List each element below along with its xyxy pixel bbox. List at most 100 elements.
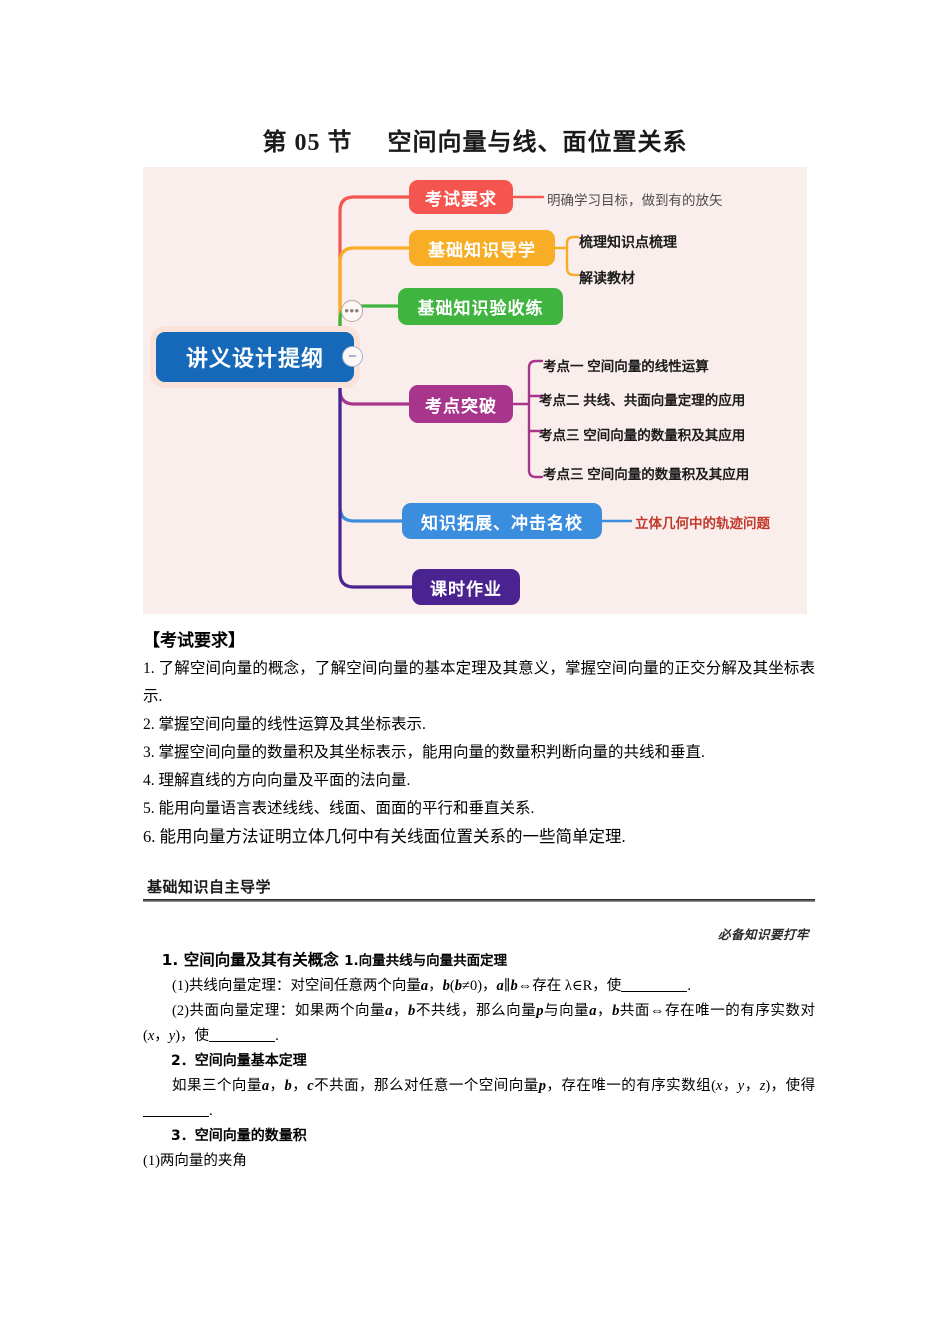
mindmap-leaf-exam: 明确学习目标，做到有的放矢 — [547, 193, 723, 208]
knowledge-item-3-1: (1)两向量的夹角 — [143, 1153, 247, 1169]
mindmap-node-homework-label: 课时作业 — [430, 579, 502, 599]
requirements-list: 1. 了解空间向量的概念，了解空间向量的基本定理及其意义，掌握空间向量的正交分解… — [143, 655, 815, 851]
k21-c4: ， — [744, 1078, 760, 1094]
mindmap-node-guide-label: 基础知识导学 — [428, 240, 536, 260]
k11-b: b — [442, 978, 450, 994]
k12-p5: )，使 — [175, 1028, 210, 1044]
k12-x: x — [147, 1028, 155, 1044]
section-banner-title: 基础知识自主导学 — [147, 878, 272, 896]
k21-c1: ， — [269, 1078, 285, 1094]
fill-blank — [621, 991, 688, 992]
requirement-item: 3. 掌握空间向量的数量积及其坐标表示，能用向量的数量积判断向量的共线和垂直. — [143, 744, 705, 761]
section-banner-note: 必备知识要打牢 — [717, 927, 809, 942]
k11-neq: ≠0)， — [462, 978, 497, 994]
k21-z: z — [759, 1078, 766, 1094]
knowledge-item-1-2: (2)共面向量定理：如果两个向量a，b不共线，那么向量p与向量a，b共面⇔存在唯… — [143, 999, 815, 1049]
collapse-toggle-icon[interactable]: − — [342, 346, 363, 367]
knowledge-heading-3: 3．空间向量的数量积 — [171, 1128, 307, 1144]
fill-blank — [209, 1041, 276, 1042]
knowledge-heading-1-num: 1. — [161, 951, 179, 969]
k12-c3: ， — [154, 1028, 169, 1044]
k21-p4: )，使得 — [765, 1078, 816, 1094]
k21-period: . — [209, 1103, 213, 1119]
mindmap-node-check-label: 基础知识验收练 — [417, 299, 544, 318]
k12-y: y — [168, 1028, 176, 1044]
mindmap-node-expand[interactable]: 知识拓展、冲击名校 — [402, 503, 602, 539]
page-title-name: 空间向量与线、面位置关系 — [387, 130, 688, 156]
mindmap-leaf-point-4: 考点三 空间向量的数量积及其应用 — [543, 467, 750, 482]
k12-c1: ， — [392, 1003, 409, 1019]
k11-a2: a — [496, 978, 504, 994]
k21-y: y — [737, 1078, 745, 1094]
section-banner: 基础知识自主导学 必备知识要打牢 — [143, 876, 815, 943]
requirement-item: 4. 理解直线的方向向量及平面的法向量. — [143, 772, 411, 789]
k21-c3: ， — [722, 1078, 738, 1094]
mindmap-root-label: 讲义设计提纲 — [185, 346, 324, 371]
fill-blank — [143, 1116, 209, 1117]
k21-a: a — [261, 1078, 270, 1094]
requirement-item: 1. 了解空间向量的概念，了解空间向量的基本定理及其意义，掌握空间向量的正交分解… — [143, 660, 815, 705]
k12-b: b — [408, 1003, 416, 1019]
mindmap-node-breakthrough-label: 考点突破 — [425, 396, 497, 416]
knowledge-heading-2: 2．空间向量基本定理 — [171, 1053, 307, 1069]
mindmap-node-exam-label: 考试要求 — [425, 189, 497, 209]
mindmap-node-guide[interactable]: 基础知识导学 — [409, 230, 555, 266]
k21-b: b — [284, 1078, 292, 1094]
requirements-heading: 【考试要求】 — [143, 631, 245, 650]
k11-a: a — [420, 978, 429, 994]
k12-p2: 不共线，那么向量 — [415, 1003, 537, 1019]
mindmap-panel: 讲义设计提纲 ••• − 考试要求 基础知识导学 基础知识验收练 考点突破 知识… — [143, 167, 807, 614]
requirement-item: 6. 能用向量方法证明立体几何中有关线面位置关系的一些简单定理. — [143, 827, 626, 846]
k21-x: x — [715, 1078, 723, 1094]
k11-c1: ， — [428, 978, 443, 994]
knowledge-section: 1. 空间向量及其有关概念 1.向量共线与向量共面定理 (1)共线向量定理：对空… — [143, 948, 815, 1174]
k12-p4: 共面⇔存在唯一的有序实数对( — [143, 1003, 816, 1044]
mindmap-leaf-guide-1: 梳理知识点梳理 — [579, 234, 677, 250]
requirement-item: 5. 能用向量语言表述线线、线面、面面的平行和垂直关系. — [143, 800, 535, 817]
k12-a2: a — [589, 1003, 597, 1019]
k12-c2: ， — [596, 1003, 613, 1019]
more-options-glyph: ••• — [344, 303, 360, 318]
k11-lp: ( — [449, 978, 455, 994]
k12-a: a — [385, 1003, 393, 1019]
k21-p3: ，存在唯一的有序实数组( — [545, 1078, 716, 1094]
k12-p: p — [536, 1003, 544, 1019]
k21-p: p — [538, 1078, 546, 1094]
mindmap-leaf-point-3: 考点三 空间向量的数量积及其应用 — [539, 428, 746, 443]
knowledge-heading-1: 1. 空间向量及其有关概念 1.向量共线与向量共面定理 — [143, 948, 815, 974]
collapse-glyph: − — [348, 347, 357, 365]
mindmap-node-breakthrough[interactable]: 考点突破 — [409, 385, 513, 423]
k11-period: . — [687, 978, 691, 994]
k12-p1: (2)共面向量定理：如果两个向量 — [172, 1003, 386, 1019]
knowledge-item-2-1: 如果三个向量a，b，c不共面，那么对任意一个空间向量p，存在唯一的有序实数组(x… — [143, 1074, 815, 1124]
page-title-section: 第 05 节 — [262, 130, 353, 156]
knowledge-heading-1-sub: 1.向量共线与向量共面定理 — [344, 953, 508, 969]
k21-c2: ， — [291, 1078, 308, 1094]
k21-c: c — [307, 1078, 314, 1094]
mindmap-connectors — [338, 195, 633, 589]
mindmap-leaf-point-1: 考点一 空间向量的线性运算 — [543, 359, 709, 374]
mindmap-node-check[interactable]: 基础知识验收练 — [398, 288, 563, 325]
mindmap-leaf-expand-1: 立体几何中的轨迹问题 — [635, 516, 770, 531]
more-options-icon[interactable]: ••• — [341, 300, 363, 322]
mindmap-leaf-guide-2: 解读教材 — [579, 270, 635, 286]
k21-p1: 如果三个向量 — [172, 1078, 262, 1094]
k21-p2: 不共面，那么对任意一个空间向量 — [313, 1078, 539, 1094]
page-title: 第 05 节 空间向量与线、面位置关系 — [0, 122, 950, 157]
requirement-item: 2. 掌握空间向量的线性运算及其坐标表示. — [143, 716, 426, 733]
k12-p3: 与向量 — [543, 1003, 590, 1019]
mindmap-node-exam[interactable]: 考试要求 — [409, 180, 513, 214]
mindmap-node-expand-label: 知识拓展、冲击名校 — [421, 513, 583, 533]
mindmap-node-homework[interactable]: 课时作业 — [412, 569, 520, 605]
mindmap-root-node[interactable]: 讲义设计提纲 — [156, 332, 354, 382]
mindmap-leaf-point-2: 考点二 共线、共面向量定理的应用 — [539, 393, 746, 408]
k12-b2: b — [612, 1003, 620, 1019]
k11-b2: b — [454, 978, 462, 994]
section-banner-rule — [143, 899, 815, 902]
k11-tail: ⇔存在 λ∈R，使 — [517, 978, 622, 994]
k11-label: (1)共线向量定理：对空间任意两个向量 — [172, 978, 421, 994]
k12-period: . — [275, 1028, 279, 1044]
knowledge-item-1-1: (1)共线向量定理：对空间任意两个向量a，b(b≠0)，a∥b⇔存在 λ∈R，使… — [143, 974, 815, 999]
k11-par: ∥ — [503, 978, 511, 994]
k11-b3: b — [510, 978, 518, 994]
